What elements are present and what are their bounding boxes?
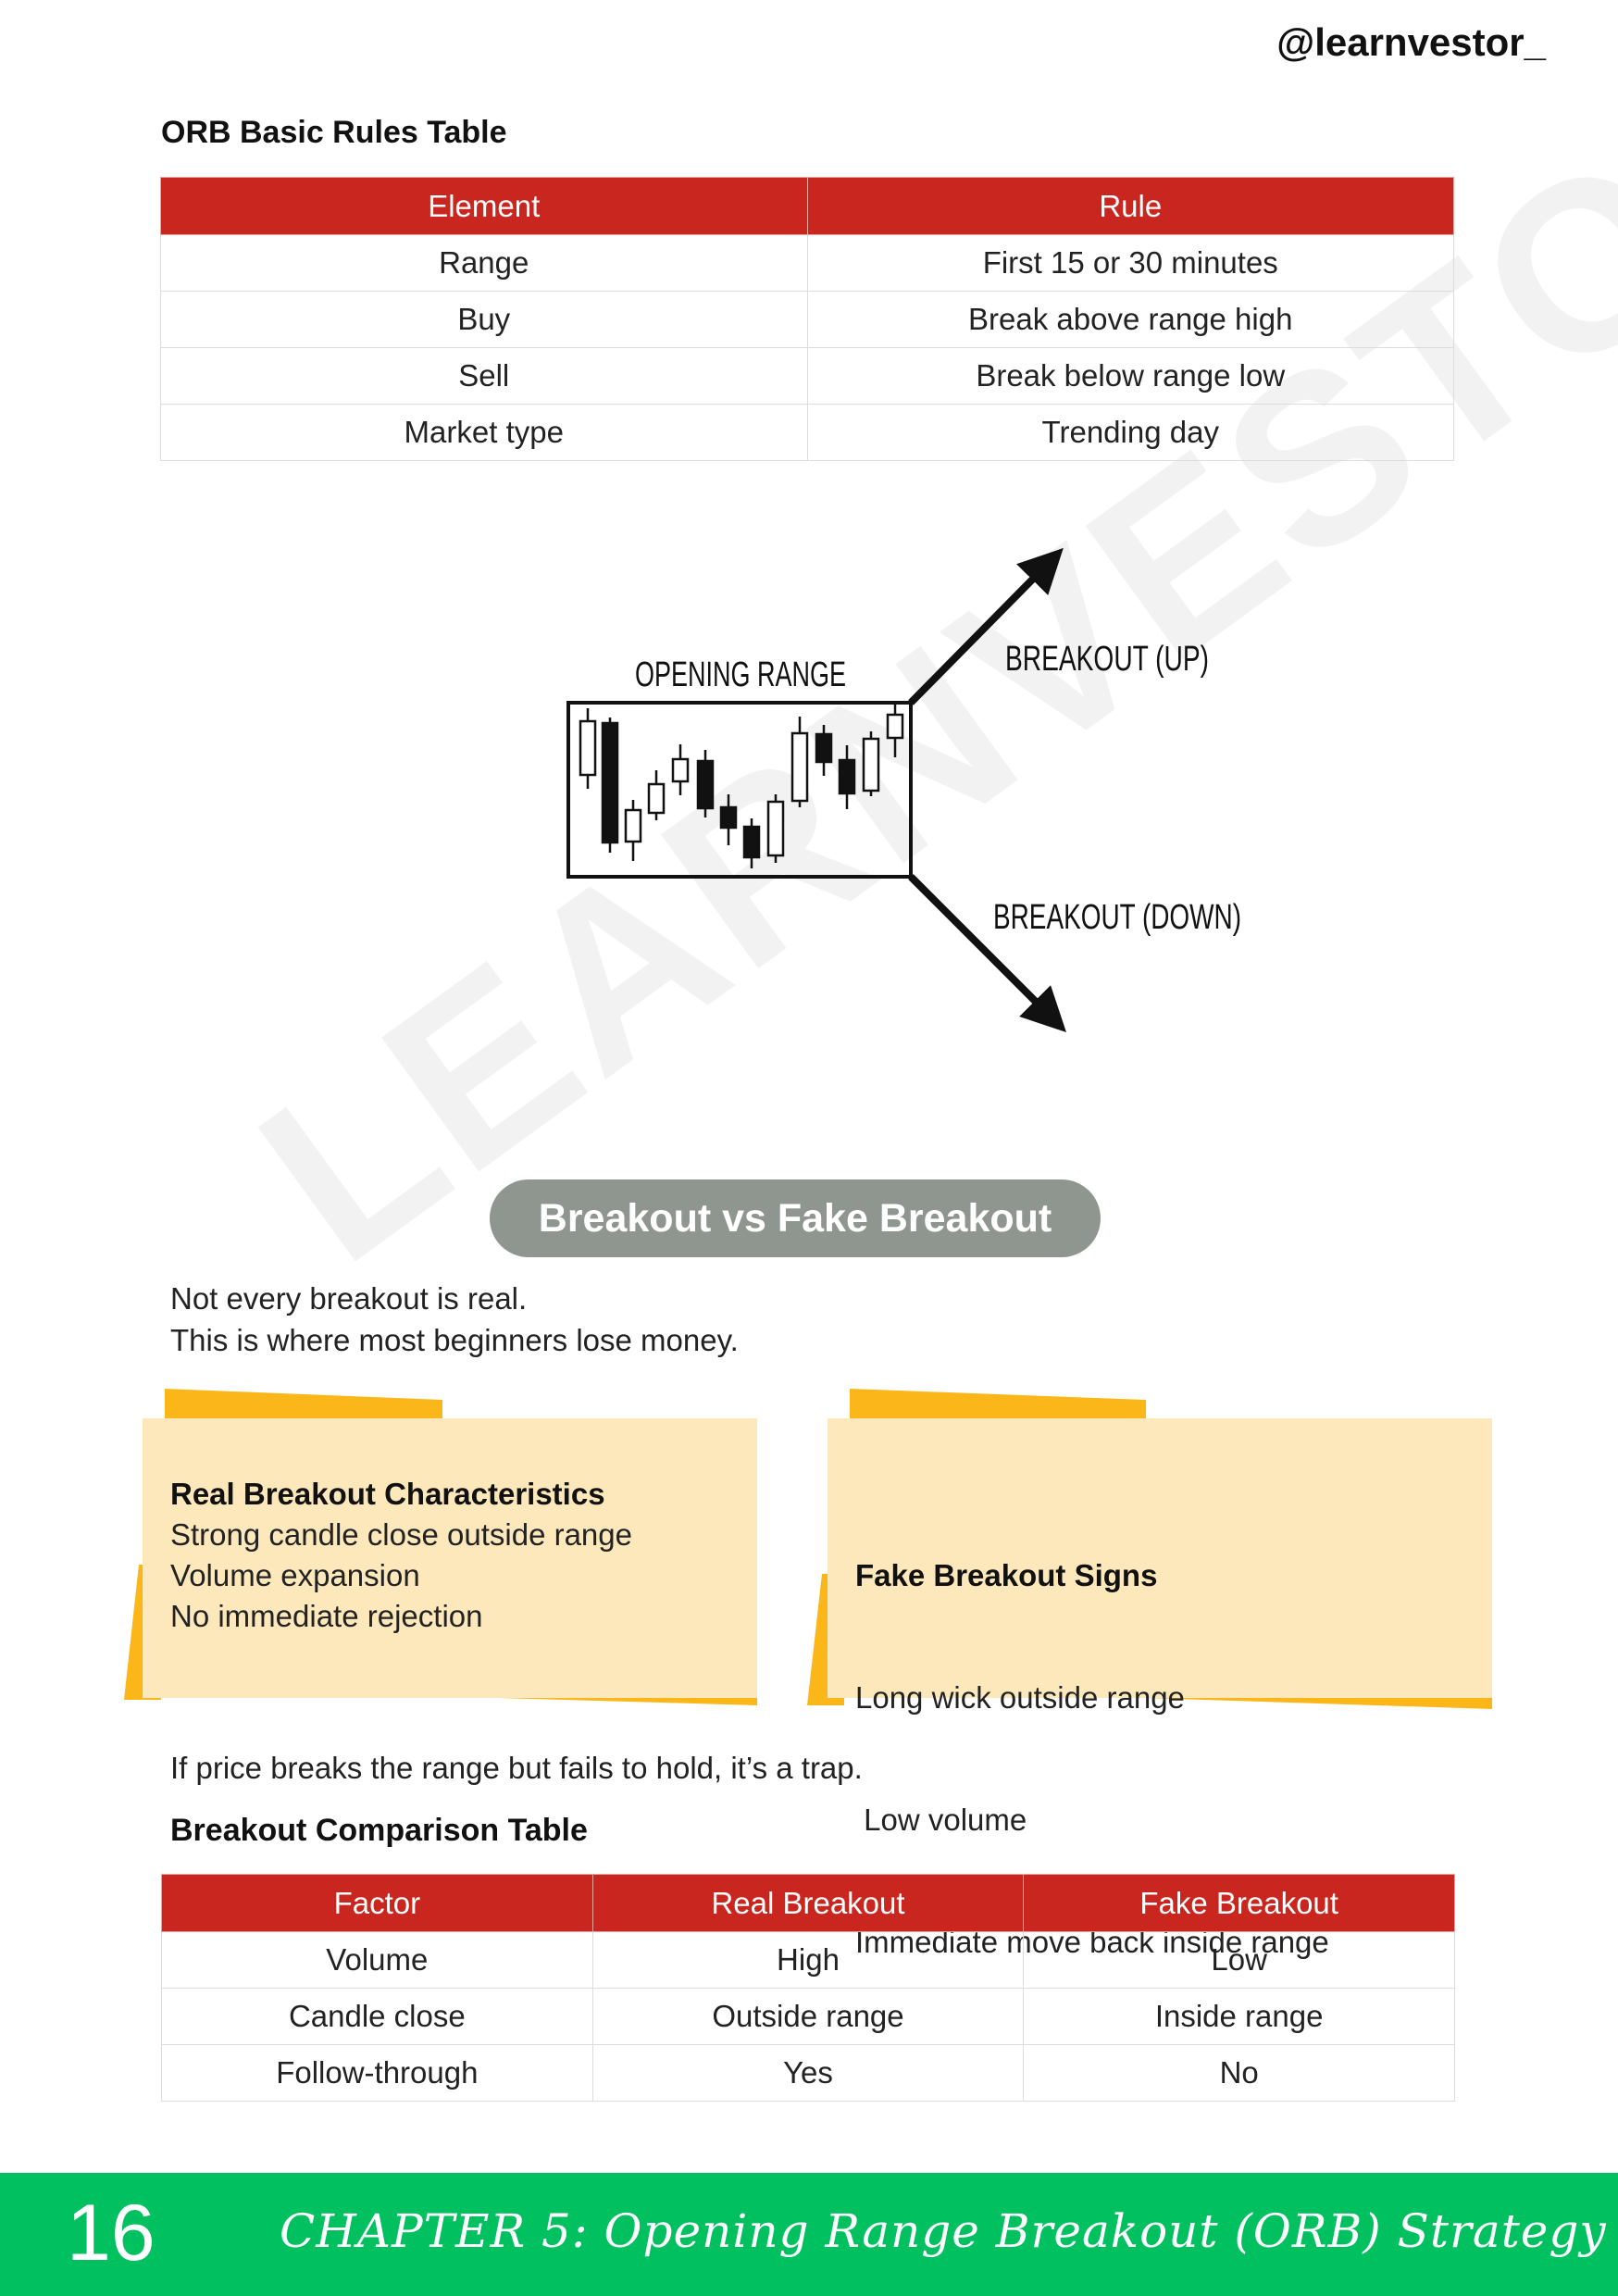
table-cell: Buy: [160, 291, 808, 348]
table-row: Sell Break below range low: [160, 347, 1454, 405]
card-title: Real Breakout Characteristics: [170, 1477, 605, 1511]
table-row: Buy Break above range high: [160, 291, 1454, 348]
column-header: Fake Breakout: [1023, 1874, 1455, 1932]
column-header: Element: [160, 177, 808, 235]
table-cell: Candle close: [161, 1988, 593, 2045]
column-header: Rule: [806, 177, 1454, 235]
orb-rules-table: Element Rule Range First 15 or 30 minute…: [160, 177, 1454, 461]
card-body: [828, 1418, 1492, 1698]
table-cell: Follow-through: [161, 2044, 593, 2102]
card-item: Volume expansion: [170, 1558, 420, 1592]
intro-text: Not every breakout is real. This is wher…: [170, 1278, 739, 1361]
table-cell: High: [591, 1931, 1025, 1989]
table-cell: Yes: [591, 2044, 1025, 2102]
table-cell: Trending day: [806, 404, 1454, 461]
opening-range-box: [566, 701, 913, 879]
comparison-table-title: Breakout Comparison Table: [170, 1813, 588, 1848]
intro-line: This is where most beginners lose money.: [170, 1323, 739, 1357]
real-breakout-card: Real Breakout Characteristics Strong can…: [124, 1389, 763, 1715]
table-cell: Range: [160, 234, 808, 292]
author-handle: @learnvestor_: [1276, 20, 1546, 64]
card-title: Fake Breakout Signs: [855, 1558, 1158, 1592]
table-row: Range First 15 or 30 minutes: [160, 234, 1454, 292]
table-header-row: Factor Real Breakout Fake Breakout: [161, 1874, 1455, 1932]
table-row: Follow-through Yes No: [161, 2044, 1455, 2102]
table-cell: Volume: [161, 1931, 593, 1989]
breakout-up-label: BREAKOUT (UP): [1005, 640, 1209, 679]
table-row: Market type Trending day: [160, 404, 1454, 461]
breakout-down-label: BREAKOUT (DOWN): [993, 898, 1241, 937]
breakout-up-arrow: [908, 547, 1064, 705]
card-item: No immediate rejection: [170, 1599, 483, 1633]
orb-table-title: ORB Basic Rules Table: [161, 115, 507, 150]
table-cell: First 15 or 30 minutes: [806, 234, 1454, 292]
breakout-down-arrow: [908, 874, 1066, 1032]
table-header-row: Element Rule: [160, 177, 1454, 235]
fake-breakout-card: Fake Breakout Signs Long wick outside ra…: [807, 1389, 1498, 1959]
table-cell: Low: [1023, 1931, 1455, 1989]
card-item: Long wick outside range: [855, 1680, 1185, 1715]
page-number: 16: [67, 2189, 156, 2277]
opening-range-label: OPENING RANGE: [635, 655, 846, 694]
page-footer: 16 CHAPTER 5: Opening Range Breakout (OR…: [0, 2173, 1618, 2296]
trap-note: If price breaks the range but fails to h…: [170, 1751, 863, 1785]
column-header: Factor: [161, 1874, 593, 1932]
card-item: Strong candle close outside range: [170, 1517, 632, 1552]
table-cell: No: [1023, 2044, 1455, 2102]
card-item: Low volume: [855, 1803, 1027, 1837]
candlesticks: [579, 705, 904, 868]
table-row: Candle close Outside range Inside range: [161, 1988, 1455, 2045]
table-cell: Outside range: [591, 1988, 1025, 2045]
chapter-title: CHAPTER 5: Opening Range Breakout (ORB) …: [280, 2204, 1607, 2258]
intro-line: Not every breakout is real.: [170, 1281, 528, 1316]
table-row: Volume High Low: [161, 1931, 1455, 1989]
column-header: Real Breakout: [591, 1874, 1025, 1932]
table-cell: Inside range: [1023, 1988, 1455, 2045]
card-text: Real Breakout Characteristics Strong can…: [170, 1474, 632, 1637]
orb-diagram: OPENING RANGE BREAKOUT (UP) BREAKOUT (DO…: [566, 547, 1241, 1032]
card-body: [143, 1418, 757, 1698]
table-cell: Sell: [160, 347, 808, 405]
section-heading-pill: Breakout vs Fake Breakout: [490, 1179, 1101, 1257]
breakout-comparison-table: Factor Real Breakout Fake Breakout Volum…: [161, 1874, 1455, 2102]
table-cell: Market type: [160, 404, 808, 461]
